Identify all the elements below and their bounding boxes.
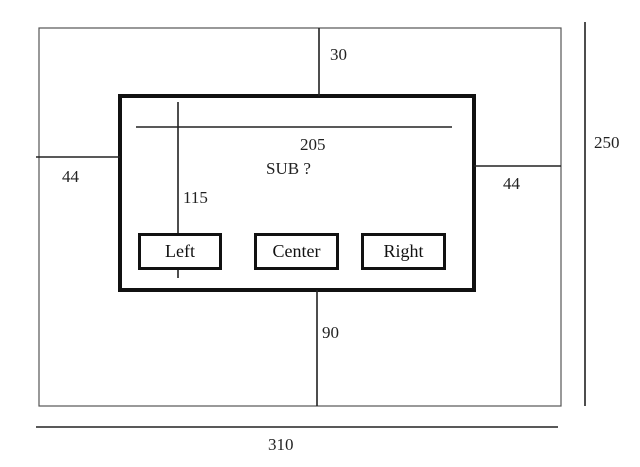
right-button[interactable]: Right bbox=[361, 233, 446, 270]
outer-width-label: 310 bbox=[268, 435, 294, 454]
right-margin-label: 44 bbox=[503, 174, 520, 193]
outer-height-label: 250 bbox=[594, 133, 620, 152]
center-button[interactable]: Center bbox=[254, 233, 339, 270]
left-margin-label: 44 bbox=[62, 167, 79, 186]
dialog-width-label: 205 bbox=[300, 135, 326, 154]
left-button[interactable]: Left bbox=[138, 233, 222, 270]
outer-frame bbox=[38, 27, 562, 407]
dialog-box bbox=[118, 94, 476, 292]
top-margin-label: 30 bbox=[330, 45, 347, 64]
bottom-margin-label: 90 bbox=[322, 323, 339, 342]
dialog-title: SUB ? bbox=[266, 159, 311, 178]
dialog-height-label: 115 bbox=[183, 188, 208, 207]
